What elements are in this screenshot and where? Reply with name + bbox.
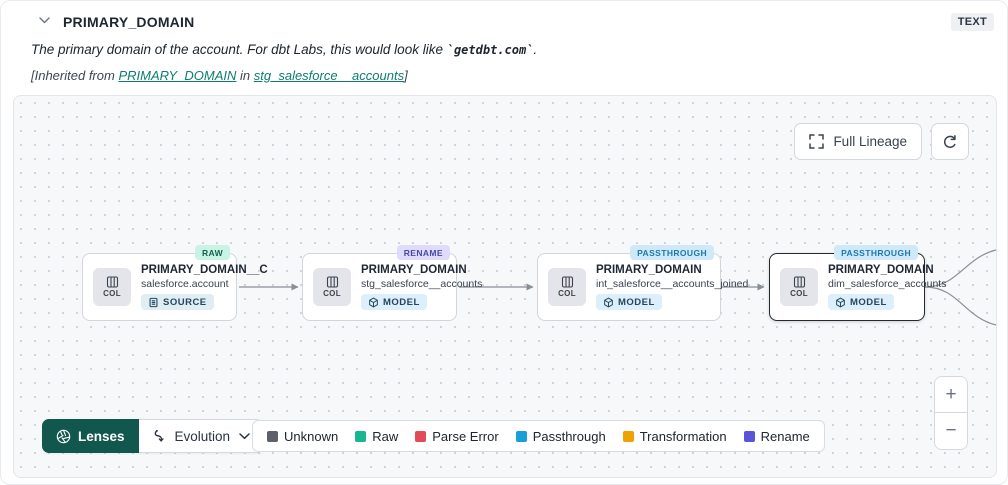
legend-swatch xyxy=(743,430,755,442)
status-badge: RENAME xyxy=(396,245,450,260)
columns-icon xyxy=(561,276,573,288)
zoom-controls: + − xyxy=(934,376,968,450)
legend-item: Rename xyxy=(743,429,810,444)
legend-swatch xyxy=(355,430,367,442)
aperture-icon xyxy=(56,429,71,444)
legend-item: Transformation xyxy=(622,429,727,444)
status-badge: PASSTHROUGH xyxy=(630,245,714,260)
lens-selector-dropdown[interactable]: Evolution xyxy=(138,419,264,453)
columns-icon xyxy=(106,276,118,288)
column-chip: COL xyxy=(313,268,351,306)
resource-kind-badge: MODEL xyxy=(596,294,662,310)
expand-icon xyxy=(809,134,825,149)
legend-swatch xyxy=(515,430,527,442)
inherited-model-link[interactable]: stg_salesforce__accounts xyxy=(253,68,405,83)
lineage-node-int[interactable]: PASSTHROUGH COL PRIMARY_DOMAIN int_sales… xyxy=(537,245,748,321)
columns-icon xyxy=(326,276,338,288)
status-badge: RAW xyxy=(194,245,230,260)
legend-swatch xyxy=(267,430,278,442)
column-chip: COL xyxy=(93,268,131,306)
column-chip: COL xyxy=(780,268,818,306)
node-title: PRIMARY_DOMAIN__C xyxy=(141,264,268,276)
evolution-route-icon xyxy=(151,428,166,444)
legend-item: Raw xyxy=(355,429,398,444)
lineage-node-source[interactable]: RAW COL PRIMARY_DOMAIN__C salesforce.acc… xyxy=(82,245,268,321)
legend-item: Passthrough xyxy=(515,429,606,444)
resource-kind-badge: MODEL xyxy=(361,294,427,310)
resource-kind-badge: SOURCE xyxy=(141,294,214,310)
column-name-title: PRIMARY_DOMAIN xyxy=(63,14,195,30)
legend-swatch xyxy=(415,430,427,442)
lenses-button[interactable]: Lenses xyxy=(42,419,139,453)
inherited-column-link[interactable]: PRIMARY_DOMAIN xyxy=(118,68,237,83)
legend-item: Unknown xyxy=(267,429,338,444)
lens-controls: Lenses Evolution xyxy=(42,419,264,453)
node-subtitle: int_salesforce__accounts_joined xyxy=(596,278,749,290)
model-icon xyxy=(604,297,613,307)
column-chip: COL xyxy=(548,268,586,306)
node-title: PRIMARY_DOMAIN xyxy=(361,264,467,276)
chevron-down-icon xyxy=(239,432,250,440)
column-description: The primary domain of the account. For d… xyxy=(31,42,538,57)
legend-swatch xyxy=(622,430,634,442)
lineage-node-dim-selected[interactable]: PASSTHROUGH COL PRIMARY_DOMAIN dim_sales… xyxy=(769,245,946,321)
refresh-icon xyxy=(942,134,958,150)
inherited-from-note: [Inherited from PRIMARY_DOMAIN in stg_sa… xyxy=(31,68,408,83)
node-subtitle: salesforce.account xyxy=(141,278,229,290)
lens-legend: Unknown Raw Parse Error Passthrough Tran… xyxy=(252,420,825,452)
column-type-badge: TEXT xyxy=(950,13,994,31)
resource-kind-badge: MODEL xyxy=(828,294,894,310)
node-subtitle: dim_salesforce_accounts xyxy=(828,278,947,290)
status-badge: PASSTHROUGH xyxy=(834,245,918,260)
node-title: PRIMARY_DOMAIN xyxy=(596,264,702,276)
model-icon xyxy=(369,297,378,307)
collapse-chevron-icon[interactable] xyxy=(39,17,50,24)
full-lineage-button[interactable]: Full Lineage xyxy=(794,123,922,160)
node-subtitle: stg_salesforce__accounts xyxy=(361,278,483,290)
zoom-out-button[interactable]: − xyxy=(935,413,967,449)
lineage-canvas[interactable]: Full Lineage RAW COL PRIMARY_DOMAIN__C s… xyxy=(13,95,997,478)
lineage-node-stg[interactable]: RENAME COL PRIMARY_DOMAIN stg_salesforce… xyxy=(302,245,482,321)
zoom-in-button[interactable]: + xyxy=(935,377,967,413)
refresh-button[interactable] xyxy=(931,123,969,160)
inline-code: `getdbt.com` xyxy=(446,43,534,57)
model-icon xyxy=(836,297,845,307)
node-title: PRIMARY_DOMAIN xyxy=(828,264,934,276)
columns-icon xyxy=(793,276,805,288)
source-icon xyxy=(149,297,158,307)
legend-item: Parse Error xyxy=(415,429,499,444)
